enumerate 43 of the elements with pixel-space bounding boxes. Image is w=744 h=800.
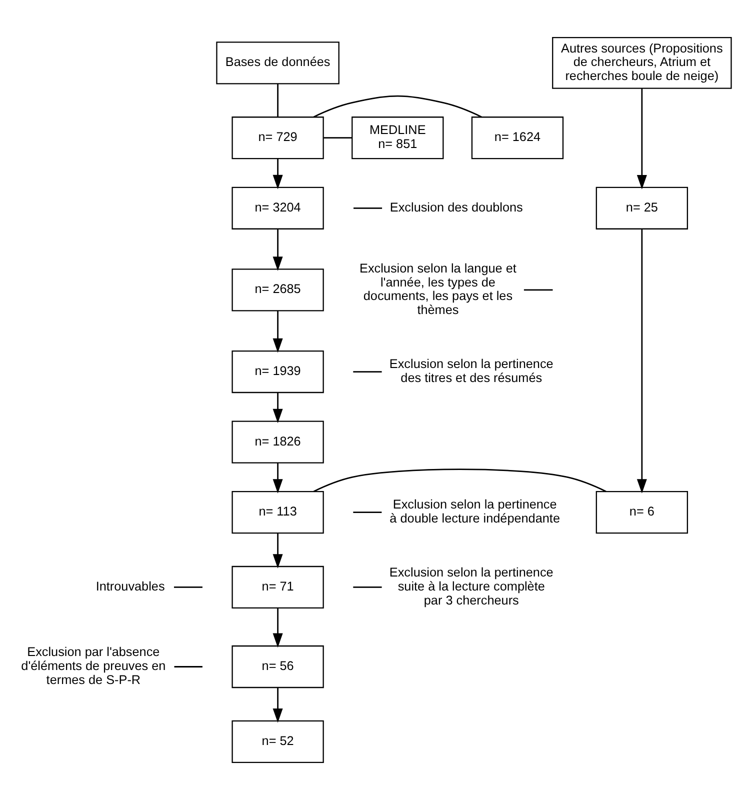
connector: [324, 137, 352, 139]
node-text: Exclusion selon la pertinence à double lecture indépendante: [390, 498, 560, 526]
node-box: n= 1826: [232, 420, 324, 464]
arrow: [272, 608, 283, 648]
connector: [524, 289, 553, 291]
node-box: n= 1624: [471, 116, 564, 160]
node-box: n= 56: [232, 645, 324, 688]
connector: [353, 371, 382, 372]
arrow: [272, 158, 283, 190]
connector: [354, 207, 382, 209]
connector: [313, 95, 482, 118]
connector: [353, 586, 382, 588]
node-box: Autres sources (Propositions de chercheurs, Atrium et recherches boule de neige): [552, 37, 732, 89]
arrow: [272, 462, 283, 494]
node-text: Exclusion des doublons: [390, 200, 523, 214]
arrow: [636, 88, 647, 190]
node-box: n= 2685: [232, 268, 324, 312]
node-text: Exclusion selon la pertinence des titres et des résumés: [389, 357, 554, 385]
connector: [353, 512, 382, 514]
arrow: [272, 228, 283, 271]
node-text: Introuvables: [96, 579, 165, 594]
node-box: n= 71: [232, 566, 324, 609]
node-box: MEDLINE n= 851: [352, 116, 444, 160]
node-box: Bases de données: [216, 42, 340, 84]
node-box: n= 6: [596, 491, 688, 534]
connector: [277, 84, 278, 117]
node-text: Exclusion par l'absence d'éléments de preuves en termes de S-P-R: [21, 645, 166, 687]
arrow: [636, 229, 647, 494]
node-box: n= 25: [596, 186, 688, 230]
node-text: Exclusion selon la pertinence suite à la lecture complète par 3 chercheurs: [389, 566, 554, 608]
arrow: [272, 310, 283, 353]
node-box: n= 3204: [232, 186, 324, 230]
connector: [313, 468, 606, 492]
connector: [174, 666, 202, 668]
node-text: Exclusion selon la langue et l'année, les types de documents, les pays et les thèmes: [360, 261, 516, 317]
node-box: n= 1939: [232, 350, 324, 394]
arrow: [272, 688, 283, 723]
node-box: n= 729: [232, 116, 324, 160]
node-box: n= 52: [232, 720, 324, 763]
node-box: n= 113: [232, 491, 324, 534]
arrow: [272, 392, 283, 424]
arrow: [272, 533, 283, 568]
connector: [174, 586, 202, 588]
